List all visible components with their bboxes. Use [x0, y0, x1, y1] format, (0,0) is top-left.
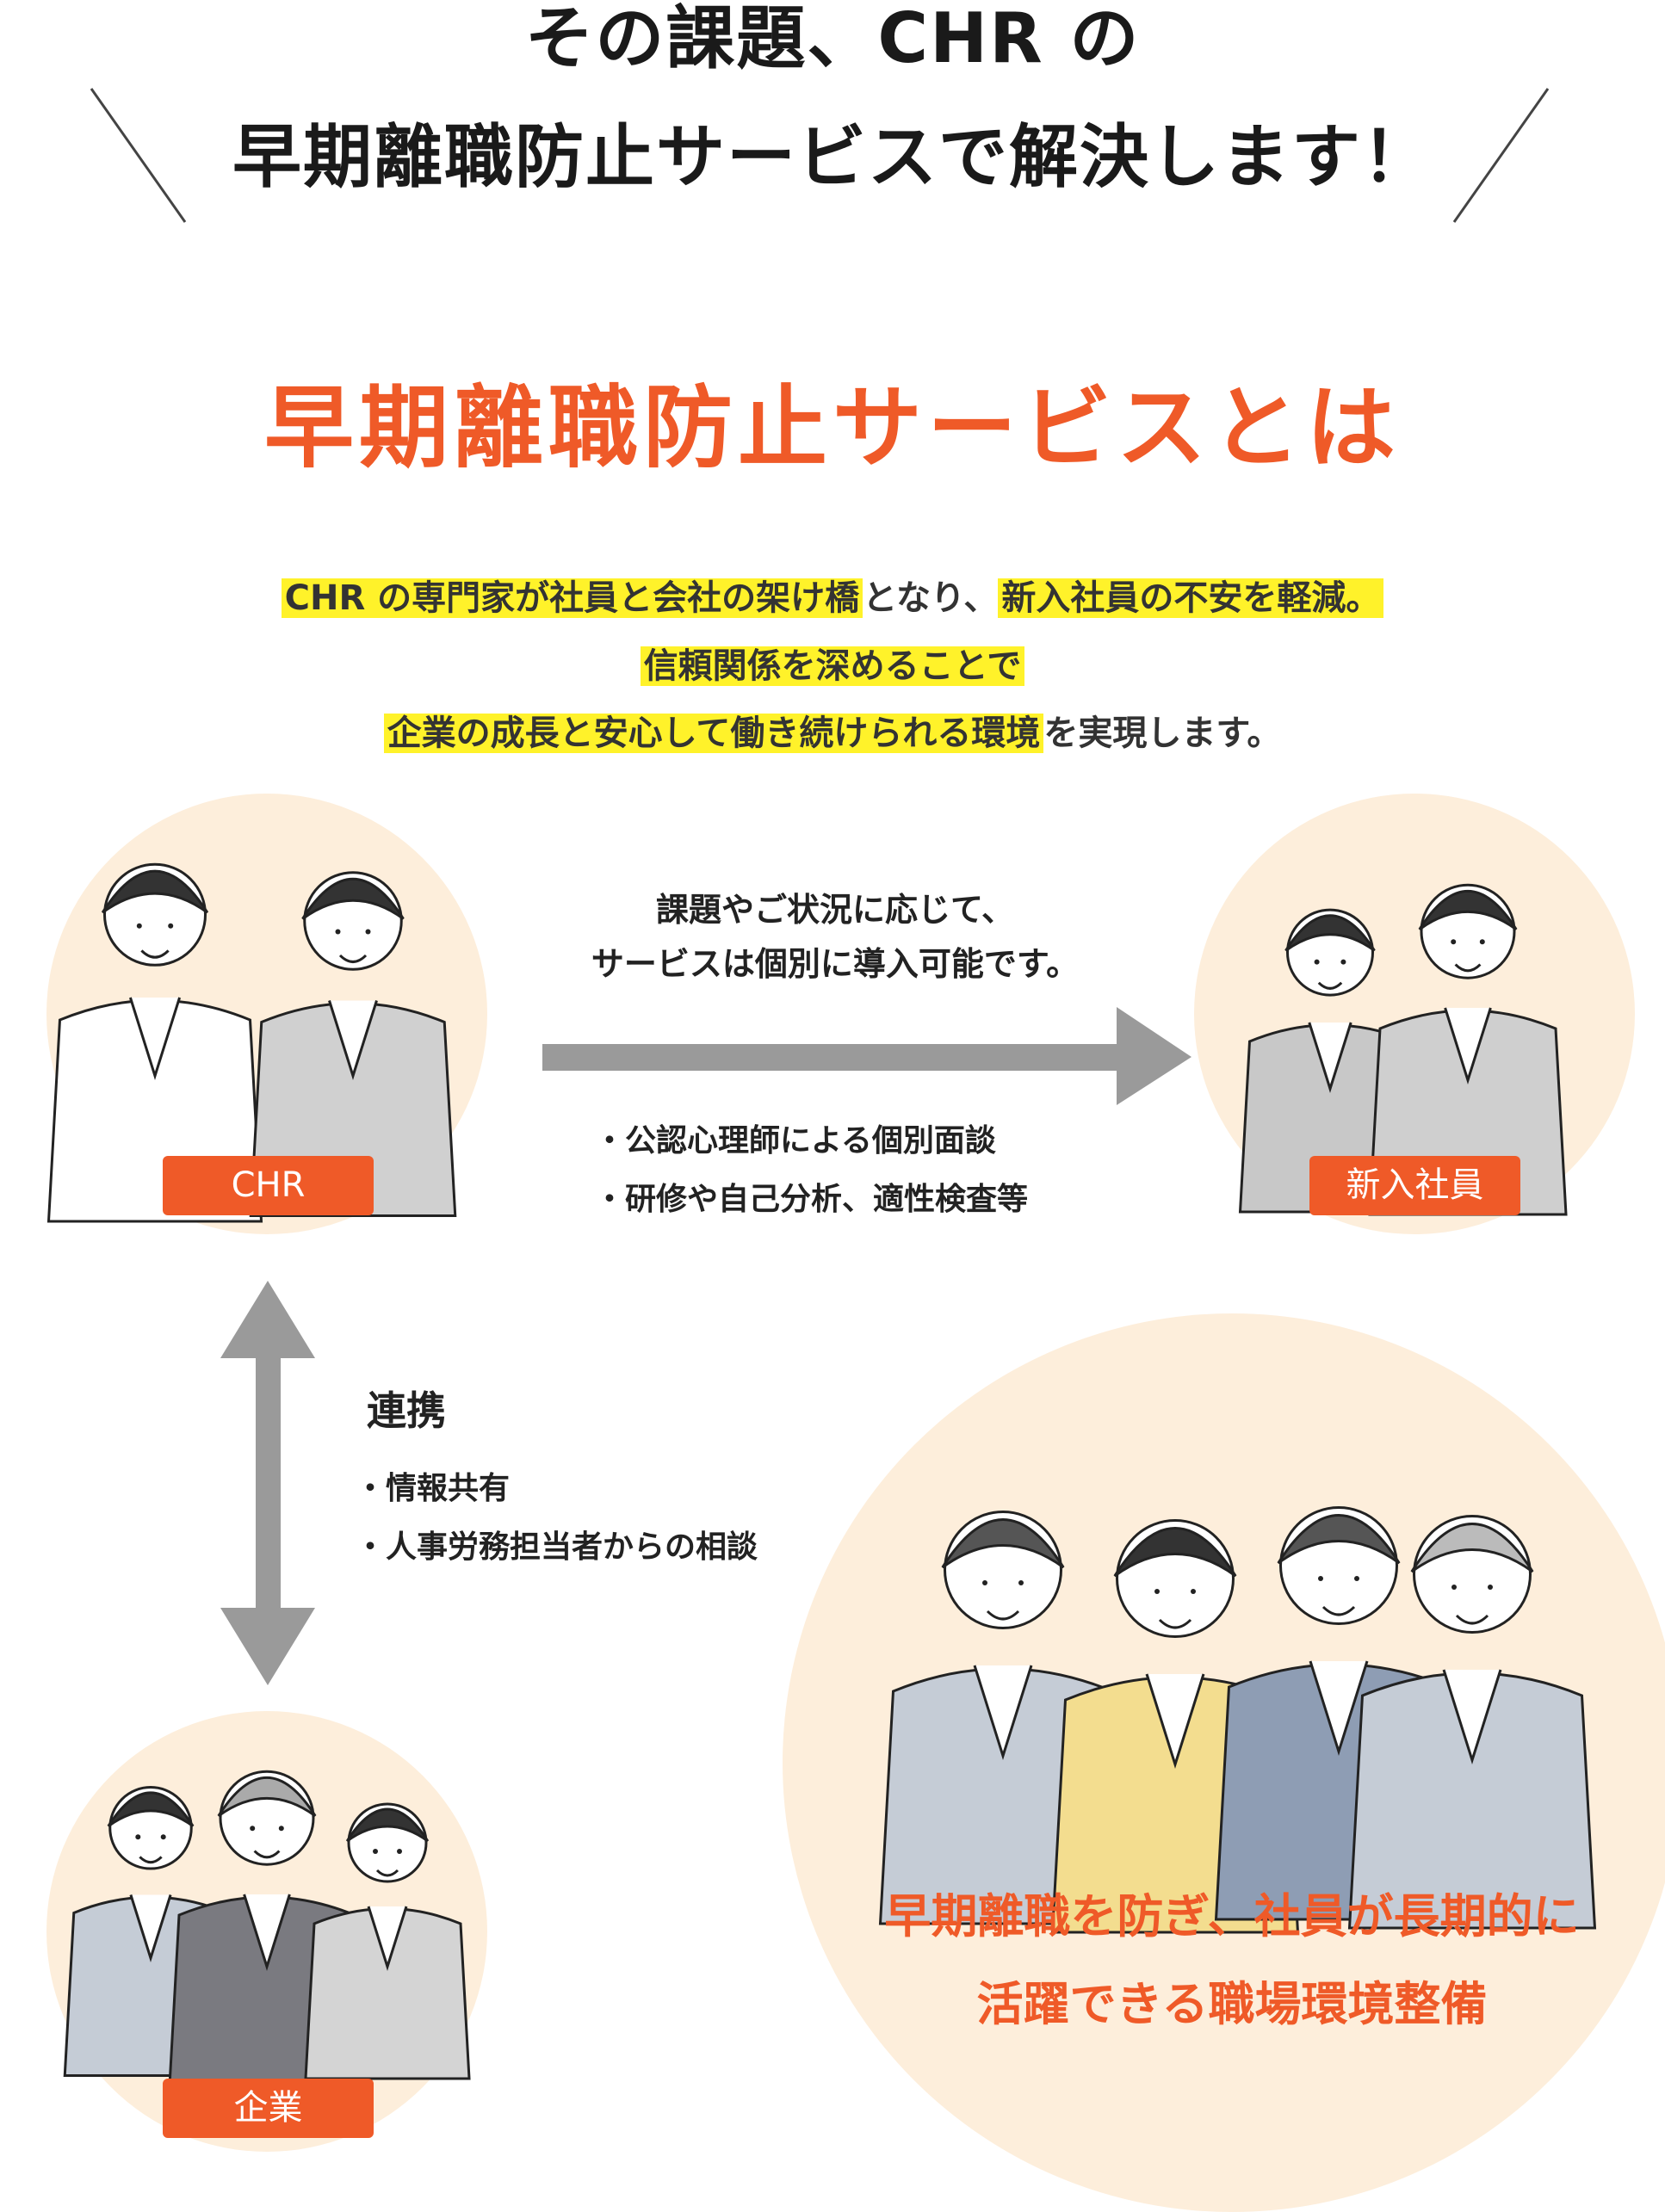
goal-line2: 活躍できる職場環境整備 [976, 1977, 1488, 2031]
service-item: ・研修や自己分析、適性検査等 [594, 1182, 1029, 1217]
intro-line-3: 企業の成長と安心して働き続けられる環境を実現します。 [0, 708, 1665, 758]
intro-highlight: CHR の専門家が社員と会社の架け橋 [281, 578, 863, 618]
intro-highlight: 企業の成長と安心して働き続けられる環境 [383, 714, 1044, 753]
new-employee-label: 新入社員 [1309, 1156, 1520, 1215]
cooperation-item: ・情報共有 [355, 1471, 511, 1506]
header-title-line2: 早期離職防止サービスで解決します！ [232, 117, 1433, 197]
vertical-double-arrow [220, 1281, 315, 1685]
intro-highlight: 信頼関係を深めることで [640, 646, 1025, 686]
chr-label: CHR [163, 1156, 374, 1215]
cooperation-title: 連携 [367, 1387, 446, 1434]
company-label: 企業 [163, 2079, 374, 2138]
header-slashes [90, 88, 1550, 223]
intro-text: となり、 [863, 578, 999, 618]
cooperation-item: ・人事労務担当者からの相談 [355, 1529, 758, 1565]
service-item: ・公認心理師による個別面談 [594, 1123, 996, 1159]
intro-highlight: 新入社員の不安を軽減。 [998, 578, 1384, 618]
intro-line-2: 信頼関係を深めることで [0, 641, 1665, 691]
right-arrow [542, 1007, 1191, 1105]
service-note-line1: 課題やご状況に応じて、 [655, 891, 1015, 929]
company-staff-illustration [304, 1802, 471, 2080]
goal-line1: 早期離職を防ぎ、社員が長期的に [884, 1889, 1580, 1943]
team-member-illustration [1347, 1515, 1597, 1930]
header-title-line1: その課題、CHR の [524, 0, 1141, 78]
intro-text: を実現します。 [1043, 714, 1282, 753]
section-heading: 早期離職防止サービスとは [263, 375, 1401, 480]
left-slash-decoration [90, 88, 187, 223]
right-slash-decoration [1452, 88, 1550, 223]
intro-line-1: CHR の専門家が社員と会社の架け橋となり、新入社員の不安を軽減。 [0, 573, 1665, 623]
service-note-line2: サービスは個別に導入可能です。 [591, 945, 1080, 983]
